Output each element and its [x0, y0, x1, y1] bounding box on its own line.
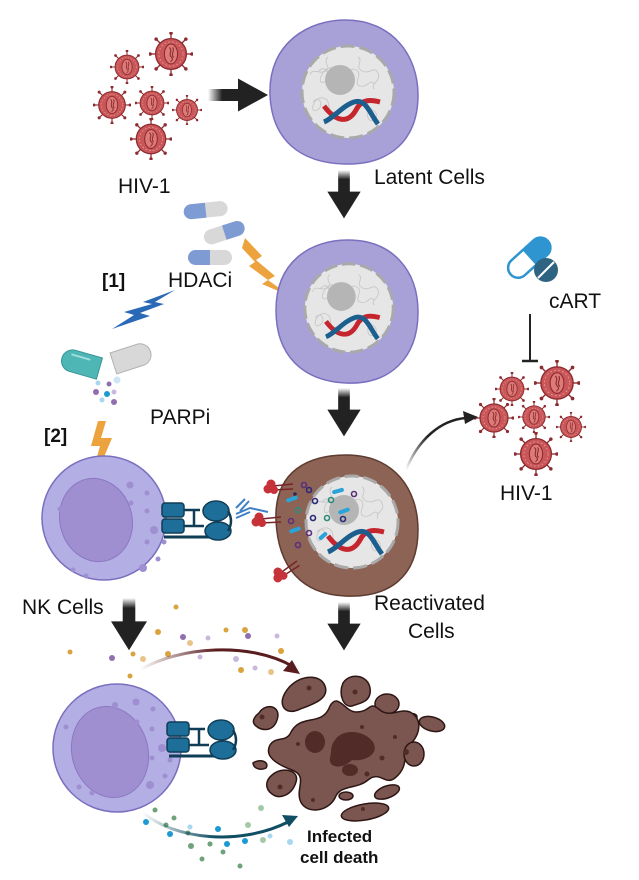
- virus-icon: [474, 398, 514, 438]
- arrow-down-icon: [327, 170, 361, 219]
- lightning-bolt-orange-icon: [242, 238, 290, 296]
- hiv-label-top: HIV-1: [118, 175, 171, 198]
- cytotoxic-granules-bottom: [143, 805, 293, 869]
- cart-drugs: [506, 236, 558, 282]
- virus-icon: [518, 401, 550, 433]
- step-2-label: [2]: [44, 426, 67, 447]
- hiv-virus-cluster-right: [474, 360, 586, 476]
- nk-receptor-icon: [160, 499, 233, 542]
- arrow-down-icon: [327, 602, 361, 651]
- antibody-icon: [235, 498, 269, 519]
- virus-icon: [149, 32, 193, 76]
- reactivated-label-2: Cells: [408, 620, 455, 643]
- hiv-virus-cluster-top: [93, 32, 202, 160]
- killing-arrow-bottom: [141, 810, 298, 839]
- virus-icon: [135, 86, 169, 120]
- hdaci-pills: [183, 201, 245, 265]
- inhibition-bar: [522, 314, 538, 363]
- latent-cells-label: Latent Cells: [374, 166, 485, 189]
- virus-icon: [172, 95, 202, 125]
- hdaci-label: HDACi: [168, 269, 232, 292]
- nk-cell-bottom: [52, 683, 182, 813]
- death-label-2: cell death: [300, 848, 378, 867]
- killing-arrow-top: [139, 648, 300, 674]
- arrow-right-icon: [208, 78, 268, 112]
- virus-icon: [110, 50, 144, 84]
- latent-cell: [269, 19, 419, 165]
- reactivated-label-1: Reactivated: [374, 592, 485, 615]
- parpi-label: PARPi: [150, 406, 210, 429]
- virus-icon: [495, 372, 529, 406]
- hiv-label-right: HIV-1: [500, 482, 553, 505]
- arrow-down-icon: [111, 598, 147, 651]
- virus-icon: [534, 360, 580, 406]
- arrow-down-icon: [327, 388, 361, 437]
- latent-cell-2: [275, 239, 419, 384]
- virus-icon: [514, 432, 558, 476]
- release-arrow: [404, 411, 478, 471]
- virus-icon: [556, 412, 586, 442]
- death-label-1: Infected: [307, 827, 372, 846]
- nucleus-icon: [305, 264, 393, 352]
- nk-cell: [41, 455, 167, 581]
- reactivated-cell: [275, 454, 419, 597]
- cytotoxic-granules-top: [67, 604, 284, 679]
- nucleus-icon: [302, 46, 394, 138]
- cart-label: cART: [549, 290, 601, 313]
- virus-icon: [93, 86, 131, 124]
- dead-cell-dark-spots: [259, 685, 409, 811]
- nk-cells-label: NK Cells: [22, 596, 104, 619]
- step-1-label: [1]: [102, 271, 125, 292]
- virus-icon: [130, 118, 172, 160]
- nucleus-icon: [306, 476, 398, 568]
- parpi-capsule: [61, 343, 152, 405]
- lightning-bolt-blue-icon: [112, 290, 175, 329]
